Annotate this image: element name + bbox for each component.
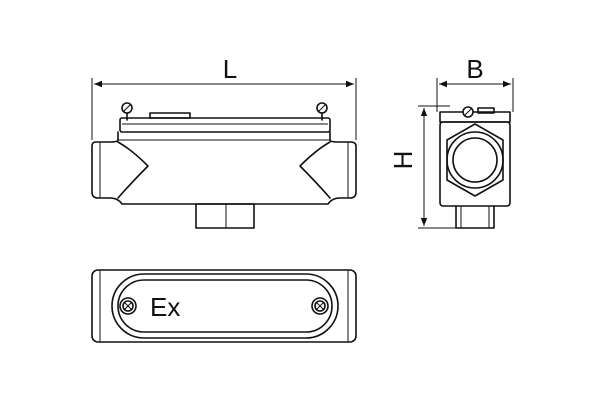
gasket-tab [149,112,191,119]
screw-right-front [316,102,328,121]
dimension-L: L [91,54,357,140]
hex-nut [446,123,504,197]
cover-plate [119,117,331,133]
screw-left-front [121,102,133,121]
side-cover [439,111,511,123]
hub-outer-ring [446,131,504,189]
side-bottom-hub [455,205,495,229]
cover-marking-ex: Ex [150,292,180,322]
front-view: L [91,54,357,229]
cover-inner [117,279,333,333]
top-view: Ex [91,269,357,343]
screw-right-top [311,297,329,315]
screw-left-top [119,297,137,315]
side-view: B H [388,54,514,229]
side-body [439,121,511,207]
dimension-label-L: L [223,54,237,84]
cover-outer [111,273,339,339]
hub-left-curve [117,141,149,199]
hub-inner-ring [452,137,498,183]
side-tab [477,107,495,114]
dimension-label-B: B [466,54,483,84]
top-body [91,269,357,343]
bottom-hub [195,203,255,229]
dimension-label-H: H [388,151,418,170]
dimension-H: H [388,105,460,229]
dimension-B: B [436,54,514,112]
screw-top-side [462,106,474,118]
body-outline [91,131,357,205]
hub-right-curve [299,141,331,199]
